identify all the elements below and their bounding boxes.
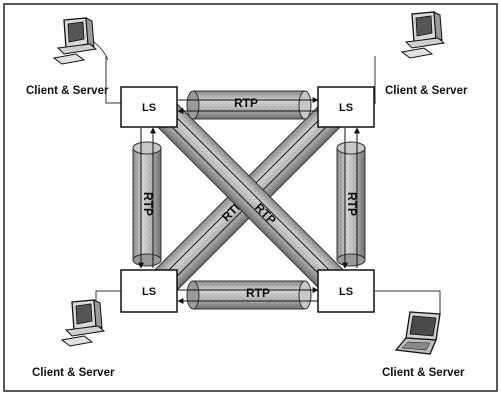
tunnel-right: RTP (337, 128, 365, 268)
ls-node-top-right: LS (318, 87, 374, 127)
ls-label: LS (339, 286, 353, 298)
ls-node-bottom-right: LS (318, 270, 374, 312)
client-label-bottom-left: Client & Server (32, 367, 115, 379)
ls-node-top-left: LS (121, 87, 177, 127)
ls-label: LS (142, 102, 156, 114)
tunnel-top: RTP (178, 91, 318, 119)
rtp-label-top: RTP (234, 96, 258, 110)
client-label-top-left: Client & Server (26, 85, 109, 97)
rtp-label-left: RTP (141, 192, 155, 216)
tunnel-bottom: RTP (178, 281, 318, 309)
ls-label: LS (142, 286, 156, 298)
rtp-label-right: RTP (345, 192, 359, 216)
tunnel-left: RTP (133, 128, 161, 268)
ls-node-bottom-left: LS (121, 270, 177, 312)
ls-label: LS (339, 102, 353, 114)
client-label-bottom-right: Client & Server (382, 367, 465, 379)
rtp-label-bottom: RTP (246, 286, 270, 300)
client-label-top-right: Client & Server (385, 85, 468, 97)
